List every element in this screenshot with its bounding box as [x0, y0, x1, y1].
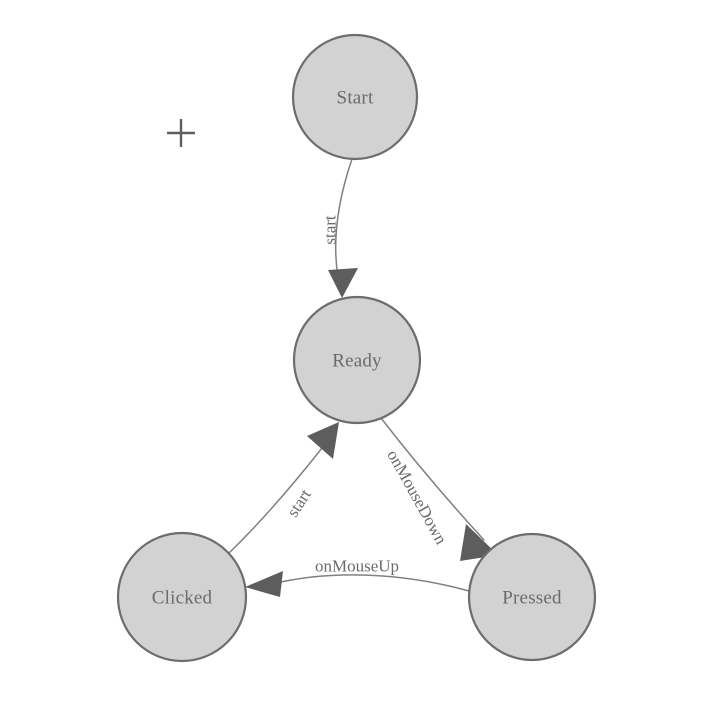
arrow-head-ready-lower-left — [307, 422, 339, 459]
node-start[interactable]: Start — [291, 33, 419, 161]
arrow-head-clicked-right — [245, 571, 283, 597]
node-start-label: Start — [337, 88, 374, 109]
edge-label-start-to-ready: start — [321, 215, 340, 245]
node-clicked[interactable]: Clicked — [116, 531, 248, 663]
edge-pressed-to-clicked[interactable]: onMouseUp — [245, 557, 470, 598]
crosshair-icon — [167, 119, 195, 147]
node-ready-circle[interactable] — [292, 295, 422, 425]
edge-clicked-to-ready[interactable]: start — [228, 422, 339, 554]
edge-path-pressed-to-clicked — [271, 574, 470, 592]
edge-path-ready-to-pressed — [380, 417, 485, 541]
node-ready[interactable]: Ready — [292, 295, 422, 425]
edge-label-pressed-to-clicked: onMouseUp — [315, 557, 399, 576]
node-pressed-label: Pressed — [502, 588, 562, 609]
node-clicked-circle[interactable] — [116, 531, 248, 663]
edge-path-start-to-ready — [334, 158, 353, 278]
edge-label-ready-to-pressed: onMouseDown — [383, 447, 451, 548]
edge-path-clicked-to-ready — [228, 447, 323, 554]
node-pressed-circle[interactable] — [467, 532, 597, 662]
node-ready-label: Ready — [332, 351, 382, 372]
edge-ready-to-pressed[interactable]: onMouseDown — [380, 417, 498, 561]
arrow-head-ready-top — [328, 268, 358, 298]
node-start-circle[interactable] — [291, 33, 419, 161]
node-pressed[interactable]: Pressed — [467, 532, 597, 662]
edge-start-to-ready[interactable]: start — [321, 158, 359, 298]
node-clicked-label: Clicked — [152, 588, 213, 609]
